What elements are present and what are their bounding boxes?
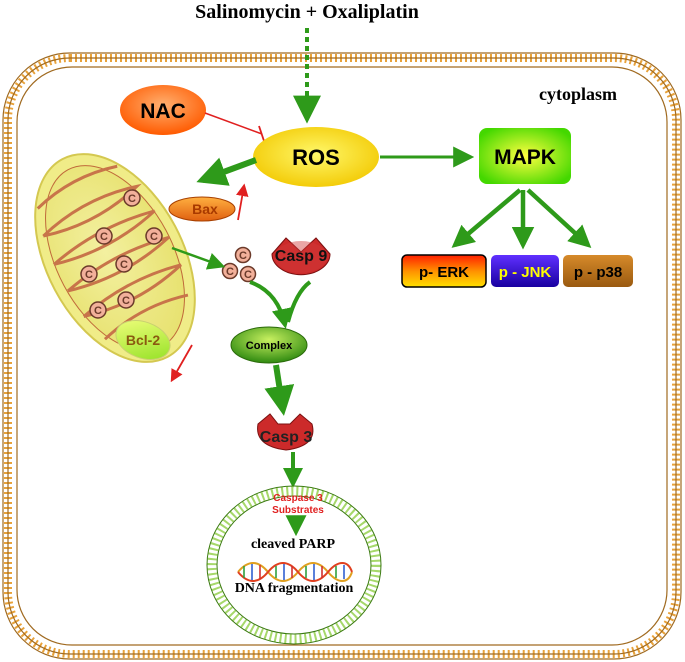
substrates-line2: Substrates [272,505,324,516]
svg-text:Complex: Complex [246,340,293,352]
svg-text:C: C [122,295,130,307]
bcl2-down-arrow [170,344,193,383]
casp3-node: Casp 3 [257,413,314,451]
svg-text:p - p38: p - p38 [574,264,622,281]
svg-text:C: C [226,266,234,278]
svg-text:NAC: NAC [140,100,186,123]
svg-text:Casp 9: Casp 9 [275,248,328,265]
bax-up-arrow [236,183,249,221]
p-p38-node: p - p38 [563,255,633,287]
svg-text:p - JNK: p - JNK [499,264,552,281]
svg-text:Bax: Bax [192,201,218,217]
mapk-to-p38-arrow [526,188,592,249]
cytochrome-c-released: C [234,246,252,264]
cytochrome-c: C [80,265,98,283]
cytochrome-c: C [123,189,141,207]
nucleus [206,485,382,645]
cleaved-parp-label: cleaved PARP [251,537,336,552]
cell-membrane [2,52,682,660]
bax-node: Bax [168,196,236,222]
dna-helix-icon [237,562,353,582]
nac-node: NAC [120,85,206,135]
svg-text:C: C [120,259,128,271]
cytochrome-c: C [89,301,107,319]
cytochrome-c: C [95,227,113,245]
dna-fragmentation-label: DNA fragmentation [235,581,354,596]
svg-text:MAPK: MAPK [494,146,556,169]
ros-to-mito-arrow [196,157,258,186]
svg-text:C: C [150,231,158,243]
stimulus-label: Salinomycin + Oxaliplatin [195,1,419,23]
svg-text:C: C [94,305,102,317]
svg-text:p- ERK: p- ERK [419,264,469,281]
complex-node: Complex [230,326,308,364]
svg-text:C: C [239,250,247,262]
cytochrome-c: C [115,255,133,273]
cytochrome-c: C [145,227,163,245]
p-jnk-node: p - JNK [491,255,559,287]
cytc-release-arrow [171,246,226,270]
cytc-to-complex-arrow [249,280,292,329]
bcl2-node: Bcl-2 [115,320,171,360]
substrates-line1: Caspase 3 [273,493,323,504]
casp9-node: Casp 9 [271,237,331,276]
nac-inhibit-arrow [204,112,265,142]
cytochrome-c: C [117,291,135,309]
svg-text:Casp 3: Casp 3 [260,429,313,446]
mapk-node: MAPK [479,128,571,184]
mitochondrion [34,153,196,363]
mapk-to-erk-arrow [451,188,522,248]
svg-text:ROS: ROS [292,145,340,170]
svg-text:Bcl-2: Bcl-2 [126,332,160,348]
cytochrome-c-released: C [221,262,239,280]
svg-text:C: C [85,269,93,281]
complex-to-casp3-arrow [264,364,295,416]
p-erk-node: p- ERK [401,254,487,288]
cytoplasm-label: cytoplasm [539,84,617,104]
svg-text:C: C [100,231,108,243]
svg-text:C: C [244,269,252,281]
cytochrome-c-group: C C C C C C C C [80,189,257,319]
ros-node: ROS [253,127,379,187]
cytochrome-c-released: C [239,265,257,283]
svg-text:C: C [128,193,136,205]
casp9-to-complex-arrow [286,280,312,323]
